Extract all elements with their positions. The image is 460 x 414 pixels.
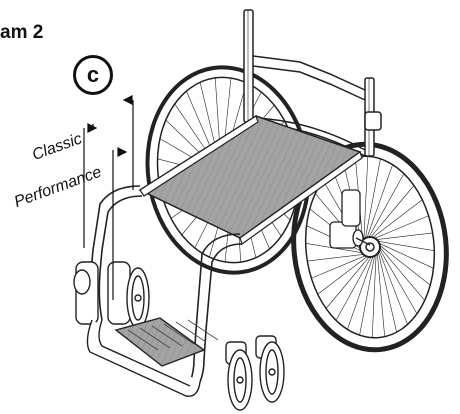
spoke xyxy=(367,173,405,240)
spoke xyxy=(325,254,372,309)
spoke xyxy=(376,242,431,286)
spoke xyxy=(347,253,375,330)
spoke xyxy=(376,250,385,337)
footplate-slot xyxy=(187,319,219,341)
spoke xyxy=(307,253,367,262)
spoke xyxy=(371,252,377,338)
footplate-slot xyxy=(163,323,195,345)
spoke xyxy=(373,232,433,241)
spoke xyxy=(377,249,397,333)
spoke xyxy=(376,241,434,269)
spoke xyxy=(377,246,418,314)
footplate-slot xyxy=(139,327,171,349)
spoke xyxy=(377,247,408,325)
spoke xyxy=(370,199,423,240)
spoke xyxy=(359,253,376,336)
seat-sling xyxy=(138,115,363,245)
spoke xyxy=(335,254,373,321)
axle-hardware xyxy=(329,189,371,249)
callout-c: c xyxy=(73,55,113,95)
spoke xyxy=(368,185,415,240)
footplate-slot xyxy=(151,325,183,347)
spoke xyxy=(311,254,368,279)
spoke xyxy=(317,254,370,295)
spoke xyxy=(363,156,369,242)
spoke xyxy=(364,158,381,241)
footplate-slot xyxy=(127,329,159,351)
spoke xyxy=(374,240,435,251)
diagram-heading: am 2 xyxy=(0,22,44,43)
footplate-slot xyxy=(175,321,207,343)
spoke xyxy=(377,244,425,301)
dimension-lines xyxy=(83,95,134,300)
spoke xyxy=(372,215,429,240)
front-casters xyxy=(73,261,285,411)
spoke xyxy=(365,164,393,241)
footrest xyxy=(86,317,219,397)
